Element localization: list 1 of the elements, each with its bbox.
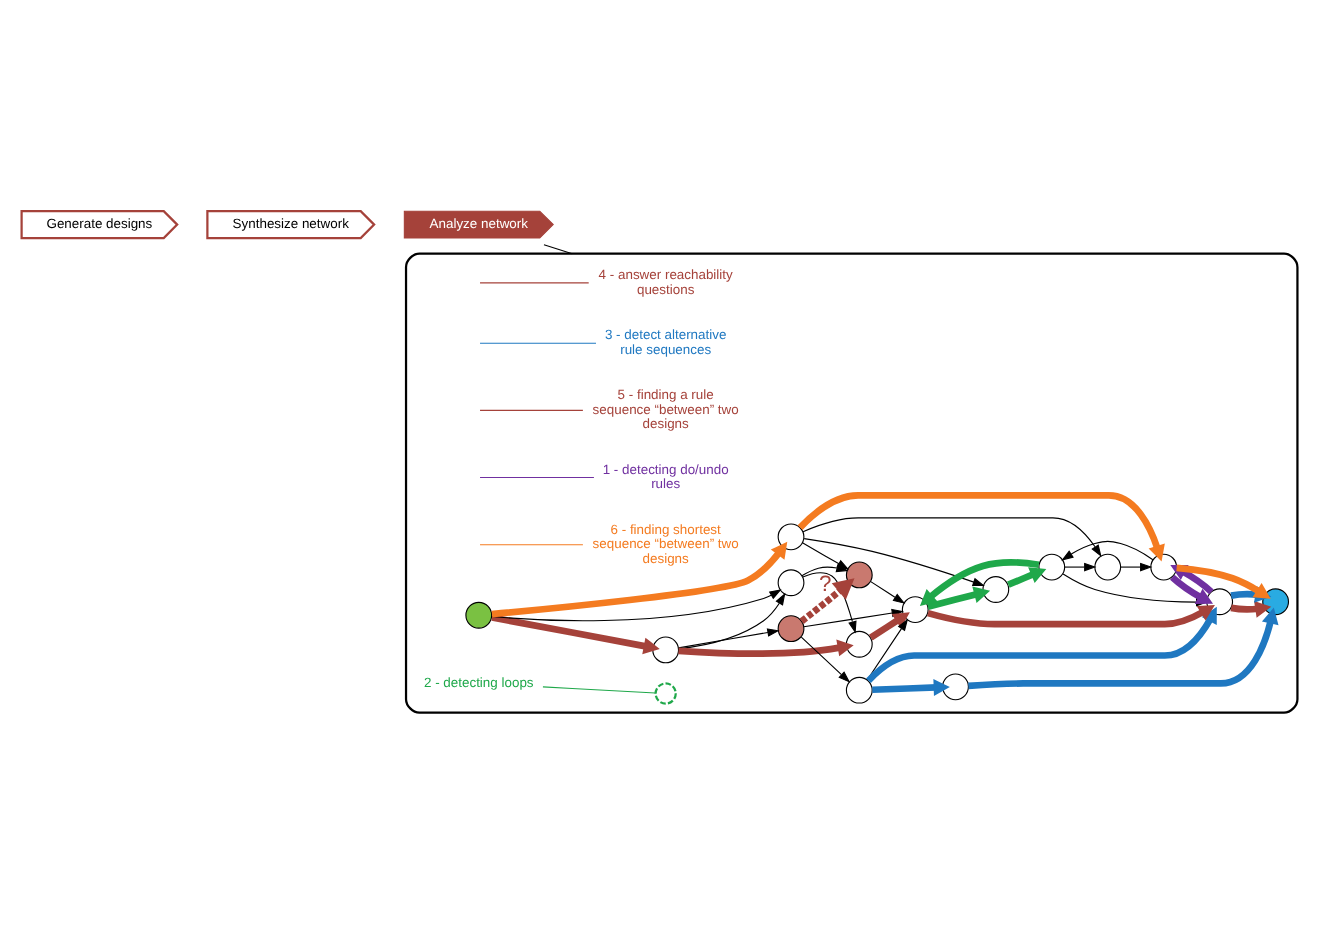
edge-label: ? [818,572,832,597]
